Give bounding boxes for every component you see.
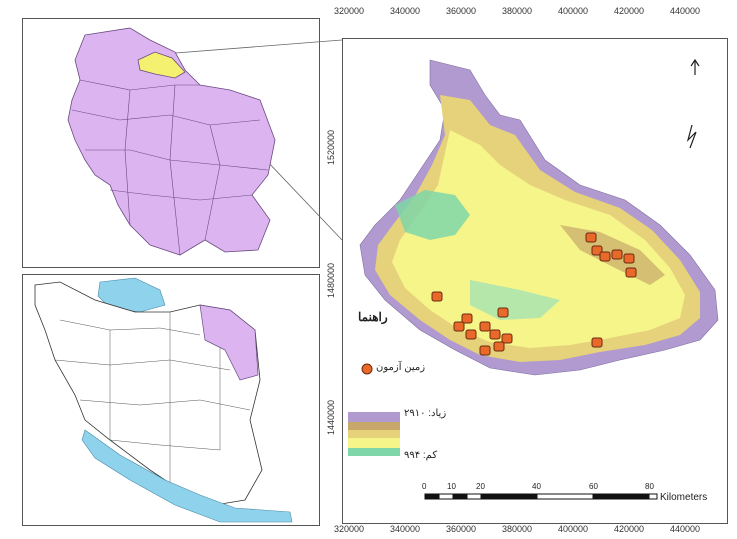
sample-point xyxy=(465,329,477,340)
connector-line xyxy=(149,39,343,56)
scale-label: 80 xyxy=(645,482,654,491)
legend-point-label: زمین آزمون xyxy=(376,362,426,373)
sample-points xyxy=(431,232,637,356)
x-tick-bottom: 320000 xyxy=(334,524,365,534)
scale-bar xyxy=(424,493,658,500)
scale-label: 40 xyxy=(532,482,541,491)
target-province xyxy=(199,304,259,381)
x-tick-top: 440000 xyxy=(670,6,701,16)
sample-point xyxy=(623,253,635,264)
sample-point xyxy=(493,341,505,352)
district-boundaries xyxy=(71,79,269,256)
dem-low xyxy=(392,130,685,348)
sample-point xyxy=(479,345,491,356)
x-tick-top: 340000 xyxy=(390,6,421,16)
x-tick-top: 320000 xyxy=(334,6,365,16)
persian-gulf xyxy=(81,429,293,523)
sample-point xyxy=(501,333,513,344)
scale-unit: Kilometers xyxy=(660,492,708,503)
legend-point-symbol xyxy=(361,363,373,375)
x-tick-bottom: 360000 xyxy=(446,524,477,534)
legend-title: راهنما xyxy=(358,310,388,324)
scale-label: 10 xyxy=(447,482,456,491)
sample-point xyxy=(479,321,491,332)
scale-label: 60 xyxy=(589,482,598,491)
sample-point xyxy=(461,313,473,324)
sample-point xyxy=(611,249,623,260)
legend-low-label: کم: ۹۹۴ xyxy=(404,450,438,461)
dem-green-valley xyxy=(470,280,560,320)
scale-label: 20 xyxy=(476,482,485,491)
dem-green-lowland xyxy=(395,190,470,240)
sample-point xyxy=(453,321,465,332)
sample-point xyxy=(497,307,509,318)
province-boundaries xyxy=(54,312,251,490)
scale-label: 0 xyxy=(422,482,427,491)
x-tick-bottom: 340000 xyxy=(390,524,421,534)
sample-point xyxy=(489,329,501,340)
north-arrow-icon xyxy=(686,58,700,149)
study-county-highlight xyxy=(137,51,186,79)
sample-point xyxy=(591,245,603,256)
x-tick-top: 380000 xyxy=(502,6,533,16)
x-tick-top: 360000 xyxy=(446,6,477,16)
sample-point xyxy=(625,267,637,278)
x-tick-bottom: 400000 xyxy=(558,524,589,534)
x-tick-bottom: 420000 xyxy=(614,524,645,534)
sample-point xyxy=(585,232,597,243)
x-tick-bottom: 380000 xyxy=(502,524,533,534)
legend-elevation-ramp xyxy=(348,412,400,456)
sample-point xyxy=(431,291,443,302)
x-tick-bottom: 440000 xyxy=(670,524,701,534)
x-tick-top: 420000 xyxy=(614,6,645,16)
caspian-sea xyxy=(97,277,166,313)
sample-point xyxy=(591,337,603,348)
sample-point xyxy=(599,251,611,262)
legend-high-label: زیاد: ۲۹۱۰ xyxy=(404,408,447,419)
x-tick-top: 400000 xyxy=(558,6,589,16)
